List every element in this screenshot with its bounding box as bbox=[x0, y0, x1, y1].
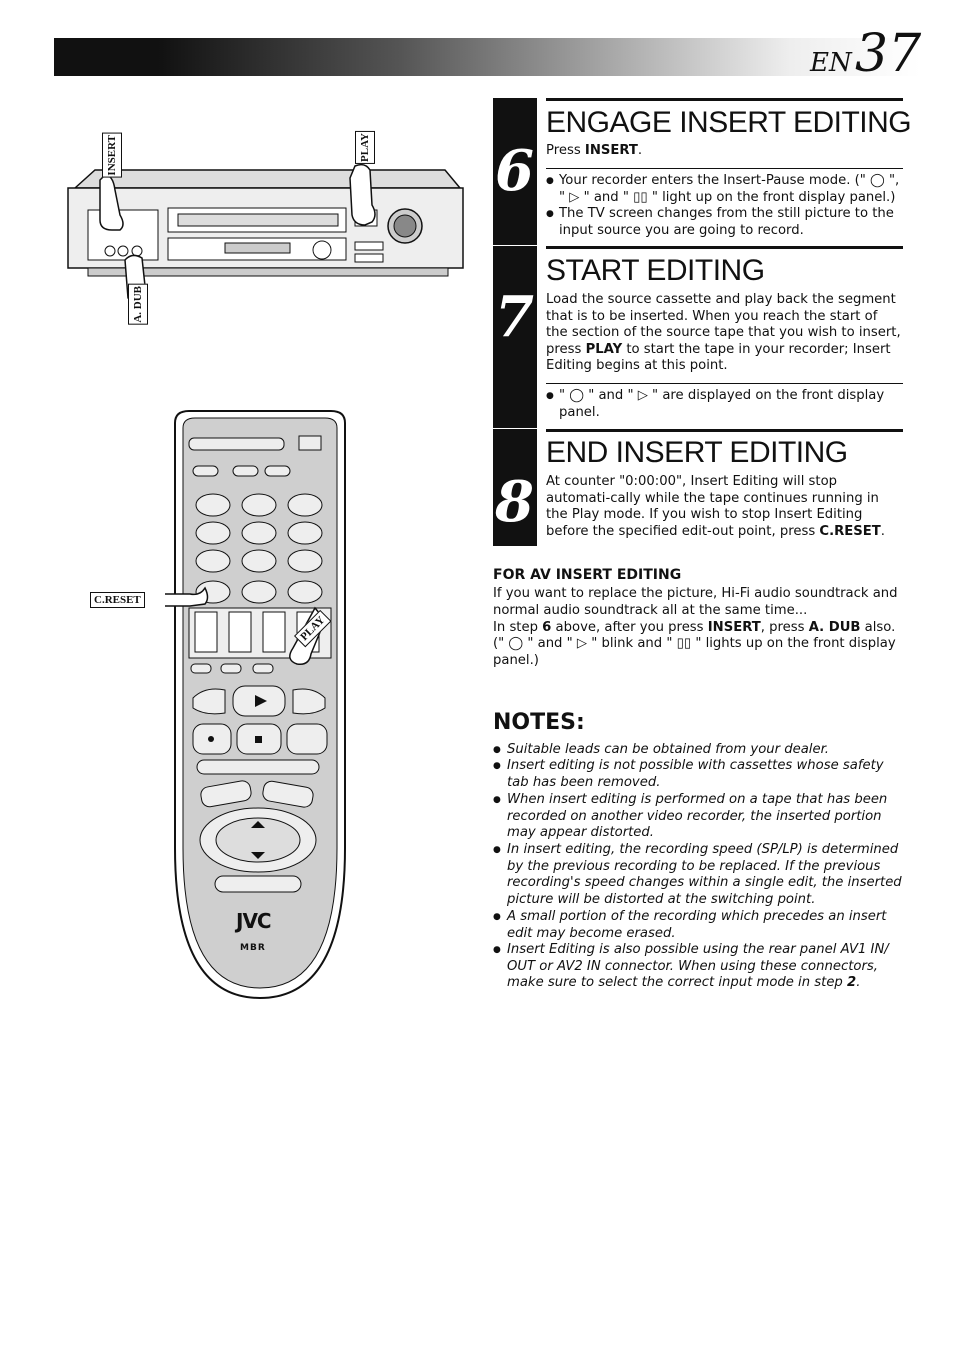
av-insert-line-3: (" ◯ " and " ▷ " blink and " ▯▯ " lights… bbox=[493, 636, 896, 668]
step-6-bullet-2: The TV screen changes from the still pic… bbox=[546, 206, 903, 239]
step-8-top-rule bbox=[546, 429, 903, 432]
step-6-intro: Press INSERT. bbox=[546, 143, 643, 158]
step-7-body: Load the source cassette and play back t… bbox=[546, 292, 901, 374]
remote-model-logo: MBR bbox=[240, 943, 266, 953]
notes-title: NOTES: bbox=[493, 710, 585, 735]
av-insert-title: FOR AV INSERT EDITING bbox=[493, 567, 682, 583]
remote-brand: JVC bbox=[236, 909, 272, 933]
note-1: Suitable leads can be obtained from your… bbox=[493, 742, 903, 759]
page-number: 37 bbox=[855, 24, 922, 84]
remote-illustration bbox=[165, 410, 346, 1000]
a-dub-label: A. DUB bbox=[128, 284, 148, 325]
step-6-top-rule bbox=[546, 98, 903, 101]
step-8-bar: 8 bbox=[493, 429, 537, 546]
note-5: A small portion of the recording which p… bbox=[493, 909, 903, 942]
language-code: EN bbox=[810, 48, 852, 78]
c-reset-label: C.RESET bbox=[90, 592, 145, 608]
step-7-divider bbox=[546, 383, 903, 384]
insert-label: INSERT bbox=[102, 133, 122, 178]
note-4: In insert editing, the recording speed (… bbox=[493, 842, 903, 908]
step-8-body: At counter "0:00:00", Insert Editing wil… bbox=[546, 474, 885, 539]
step-6-bar: 6 bbox=[493, 98, 537, 245]
header-bar bbox=[54, 38, 920, 76]
step-6-title: ENGAGE INSERT EDITING bbox=[546, 106, 912, 139]
note-6: Insert Editing is also possible using th… bbox=[493, 942, 903, 992]
step-6-bullet-1: Your recorder enters the Insert-Pause mo… bbox=[546, 173, 903, 206]
step-7-title: START EDITING bbox=[546, 254, 765, 287]
vcr-illustration bbox=[67, 163, 464, 302]
note-2: Insert editing is not possible with cass… bbox=[493, 758, 903, 791]
step-6-divider bbox=[546, 168, 903, 169]
av-insert-line-2: In step 6 above, after you press INSERT,… bbox=[493, 620, 896, 635]
av-insert-line-1: If you want to replace the picture, Hi-F… bbox=[493, 586, 898, 618]
play-label: PLAY bbox=[355, 131, 375, 164]
step-7-bar: 7 bbox=[493, 246, 537, 428]
note-3: When insert editing is performed on a ta… bbox=[493, 792, 903, 842]
step-7-top-rule bbox=[546, 246, 903, 249]
step-8-title: END INSERT EDITING bbox=[546, 436, 848, 469]
step-7-bullet-1: " ◯ " and " ▷ " are displayed on the fro… bbox=[546, 388, 903, 421]
